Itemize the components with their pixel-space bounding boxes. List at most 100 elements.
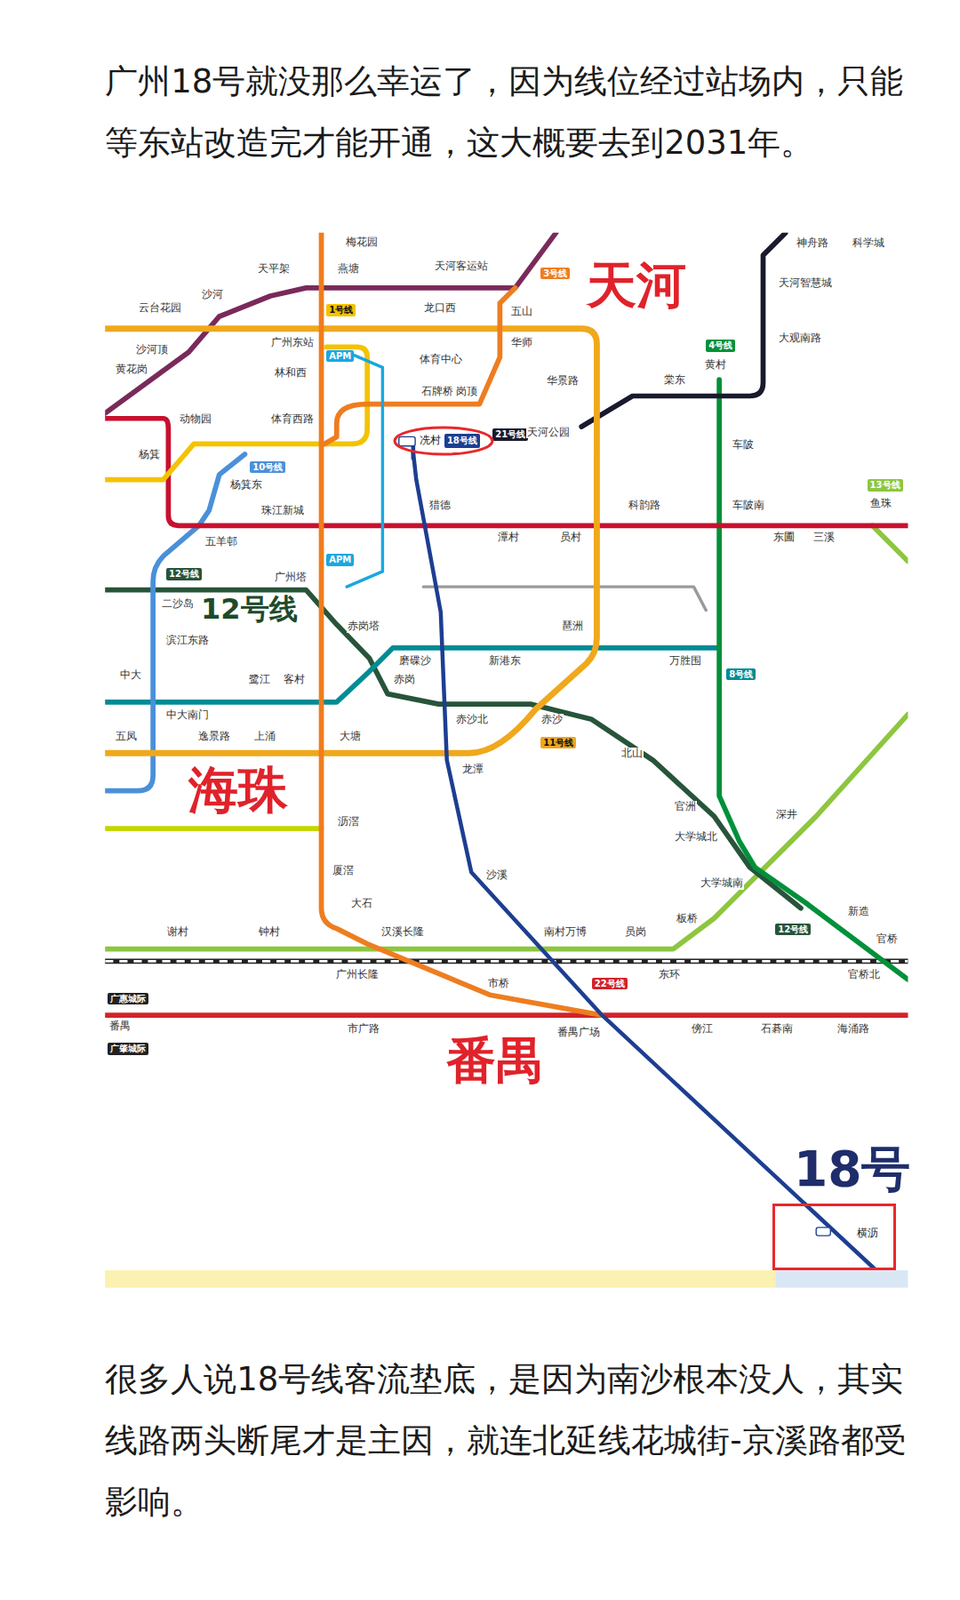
- station-name: 科学城: [851, 237, 886, 250]
- station-name: 棠东: [663, 374, 687, 387]
- station-name: 龙潭: [461, 763, 485, 776]
- line-badge: 12号线: [166, 568, 202, 581]
- metro-line-7: [104, 714, 908, 950]
- highlight-ellipse: 冼村 18号线: [392, 425, 495, 456]
- line-badge: 1号线: [326, 304, 356, 317]
- station-name: 横沥: [856, 1226, 879, 1240]
- station-name: 官洲: [673, 800, 697, 814]
- metro-line-4: [719, 379, 908, 980]
- station-marker: [816, 1227, 831, 1236]
- station-name: 谢村: [166, 926, 190, 939]
- station-name: 天平架: [256, 263, 291, 276]
- station-name: 新港东: [488, 655, 522, 668]
- metro-line-3: [321, 232, 603, 1016]
- district-name: 天河: [586, 260, 687, 311]
- station-name: 东圃: [772, 531, 796, 544]
- line-badge-text: 18号线: [447, 435, 478, 446]
- station-name: 南村万博: [543, 926, 588, 939]
- station-name: 龙口西: [423, 302, 457, 315]
- station-name: 赤岗: [392, 673, 416, 687]
- station-name: 赤沙北: [455, 713, 489, 727]
- station-name: 珠江新城: [260, 504, 305, 518]
- metro-line-3: [324, 288, 516, 445]
- line-badge: 广惠城际: [107, 992, 149, 1006]
- station-name: 北山: [620, 747, 644, 760]
- line-badge: APM: [326, 553, 354, 567]
- station-name: 三溪: [812, 531, 836, 544]
- station-name: 大学城北: [673, 831, 719, 844]
- station-name: 汉溪长隆: [380, 926, 425, 939]
- station-name: 沙河: [200, 288, 224, 302]
- station-name: 番禺: [108, 1020, 132, 1033]
- metro-line-21: [581, 232, 786, 427]
- station-name: 沥滘: [336, 816, 360, 829]
- rail-line: [104, 960, 908, 963]
- station-name: 板桥: [675, 912, 699, 926]
- district-name: 海珠: [188, 765, 288, 816]
- station-name: 天河客运站: [433, 260, 489, 273]
- line-badge: 22号线: [592, 977, 628, 991]
- line-badge: 11号线: [540, 736, 576, 750]
- station-name: 磨碟沙: [398, 655, 432, 668]
- station-name: 市桥: [487, 977, 511, 991]
- station-name: 逸景路: [197, 730, 232, 744]
- station-name: 华景路: [545, 375, 580, 388]
- station-name: 中大: [119, 669, 143, 682]
- station-name: 天河智慧城: [777, 277, 833, 290]
- station-name: 云台花园: [137, 302, 183, 315]
- station-name: 海涌路: [836, 1023, 871, 1036]
- station-name: 广州东站: [270, 336, 315, 350]
- district-name: 番禺: [446, 1035, 546, 1086]
- metro-line-13: [872, 525, 908, 561]
- paragraph: 很多人说18号线客流垫底，是因为南沙根本没人，其实线路两头断尾才是主因，就连北延…: [104, 1348, 928, 1533]
- station-name: 五山: [510, 305, 534, 319]
- station-name: 傍江: [690, 1023, 714, 1036]
- station-name: 番禺广场: [556, 1026, 601, 1040]
- station-name: 钟村: [257, 926, 281, 939]
- station-name: 杨箕东: [229, 479, 264, 492]
- station-name: 大石: [350, 897, 374, 911]
- metro-line-1: [104, 346, 368, 480]
- station-name: 员村: [559, 531, 583, 544]
- line-badge: 广肇城际: [107, 1042, 149, 1056]
- metro-line-22: [104, 1012, 908, 1018]
- station-name: 大观南路: [777, 332, 823, 345]
- rail-line: [104, 958, 908, 964]
- highlight-box: 横沥: [772, 1203, 896, 1271]
- line-name: 12号线: [200, 594, 298, 624]
- station-name: 二沙岛: [160, 598, 195, 611]
- metro-line-18: [805, 1203, 880, 1271]
- station-name: 东环: [657, 968, 681, 982]
- station-name: 天河公园: [526, 426, 571, 440]
- metro-line-8: [104, 648, 720, 703]
- station-name: 万胜围: [668, 655, 703, 668]
- apm-line: [346, 352, 383, 587]
- station-name: 上涌: [253, 730, 277, 744]
- station-name: 车陂: [731, 439, 755, 452]
- station-name: 厦滘: [331, 864, 355, 878]
- line-name: 18号: [793, 1144, 912, 1194]
- station-name: 体育西路: [270, 413, 315, 426]
- station-name: 华师: [510, 336, 534, 350]
- station-name: 沙河顶: [135, 344, 169, 357]
- station-name: 杨箕: [137, 448, 161, 462]
- station-name: 燕塘: [336, 263, 360, 276]
- station-name: 五羊邨: [204, 536, 239, 549]
- station-name: 中大南门: [165, 709, 210, 722]
- metro-line-11: [104, 328, 597, 753]
- station-name: 林和西: [273, 367, 308, 380]
- station-name: 赤沙: [540, 713, 564, 727]
- line-badge: 12号线: [775, 923, 811, 936]
- station-name: 冼村: [419, 432, 441, 448]
- line-badge: 3号线: [540, 267, 570, 280]
- station-name: 科韵路: [627, 499, 662, 512]
- station-name: 沙溪: [485, 869, 509, 882]
- station-name: 鱼珠: [869, 497, 893, 511]
- station-name: 黄村: [704, 359, 728, 372]
- station-name: 动物园: [178, 413, 213, 426]
- station-name: 官桥: [875, 933, 899, 946]
- station-name: 琶洲: [560, 620, 584, 633]
- station-name: 石碁南: [760, 1023, 794, 1036]
- bottom-strip: [775, 1270, 908, 1288]
- line-badge: APM: [326, 350, 354, 363]
